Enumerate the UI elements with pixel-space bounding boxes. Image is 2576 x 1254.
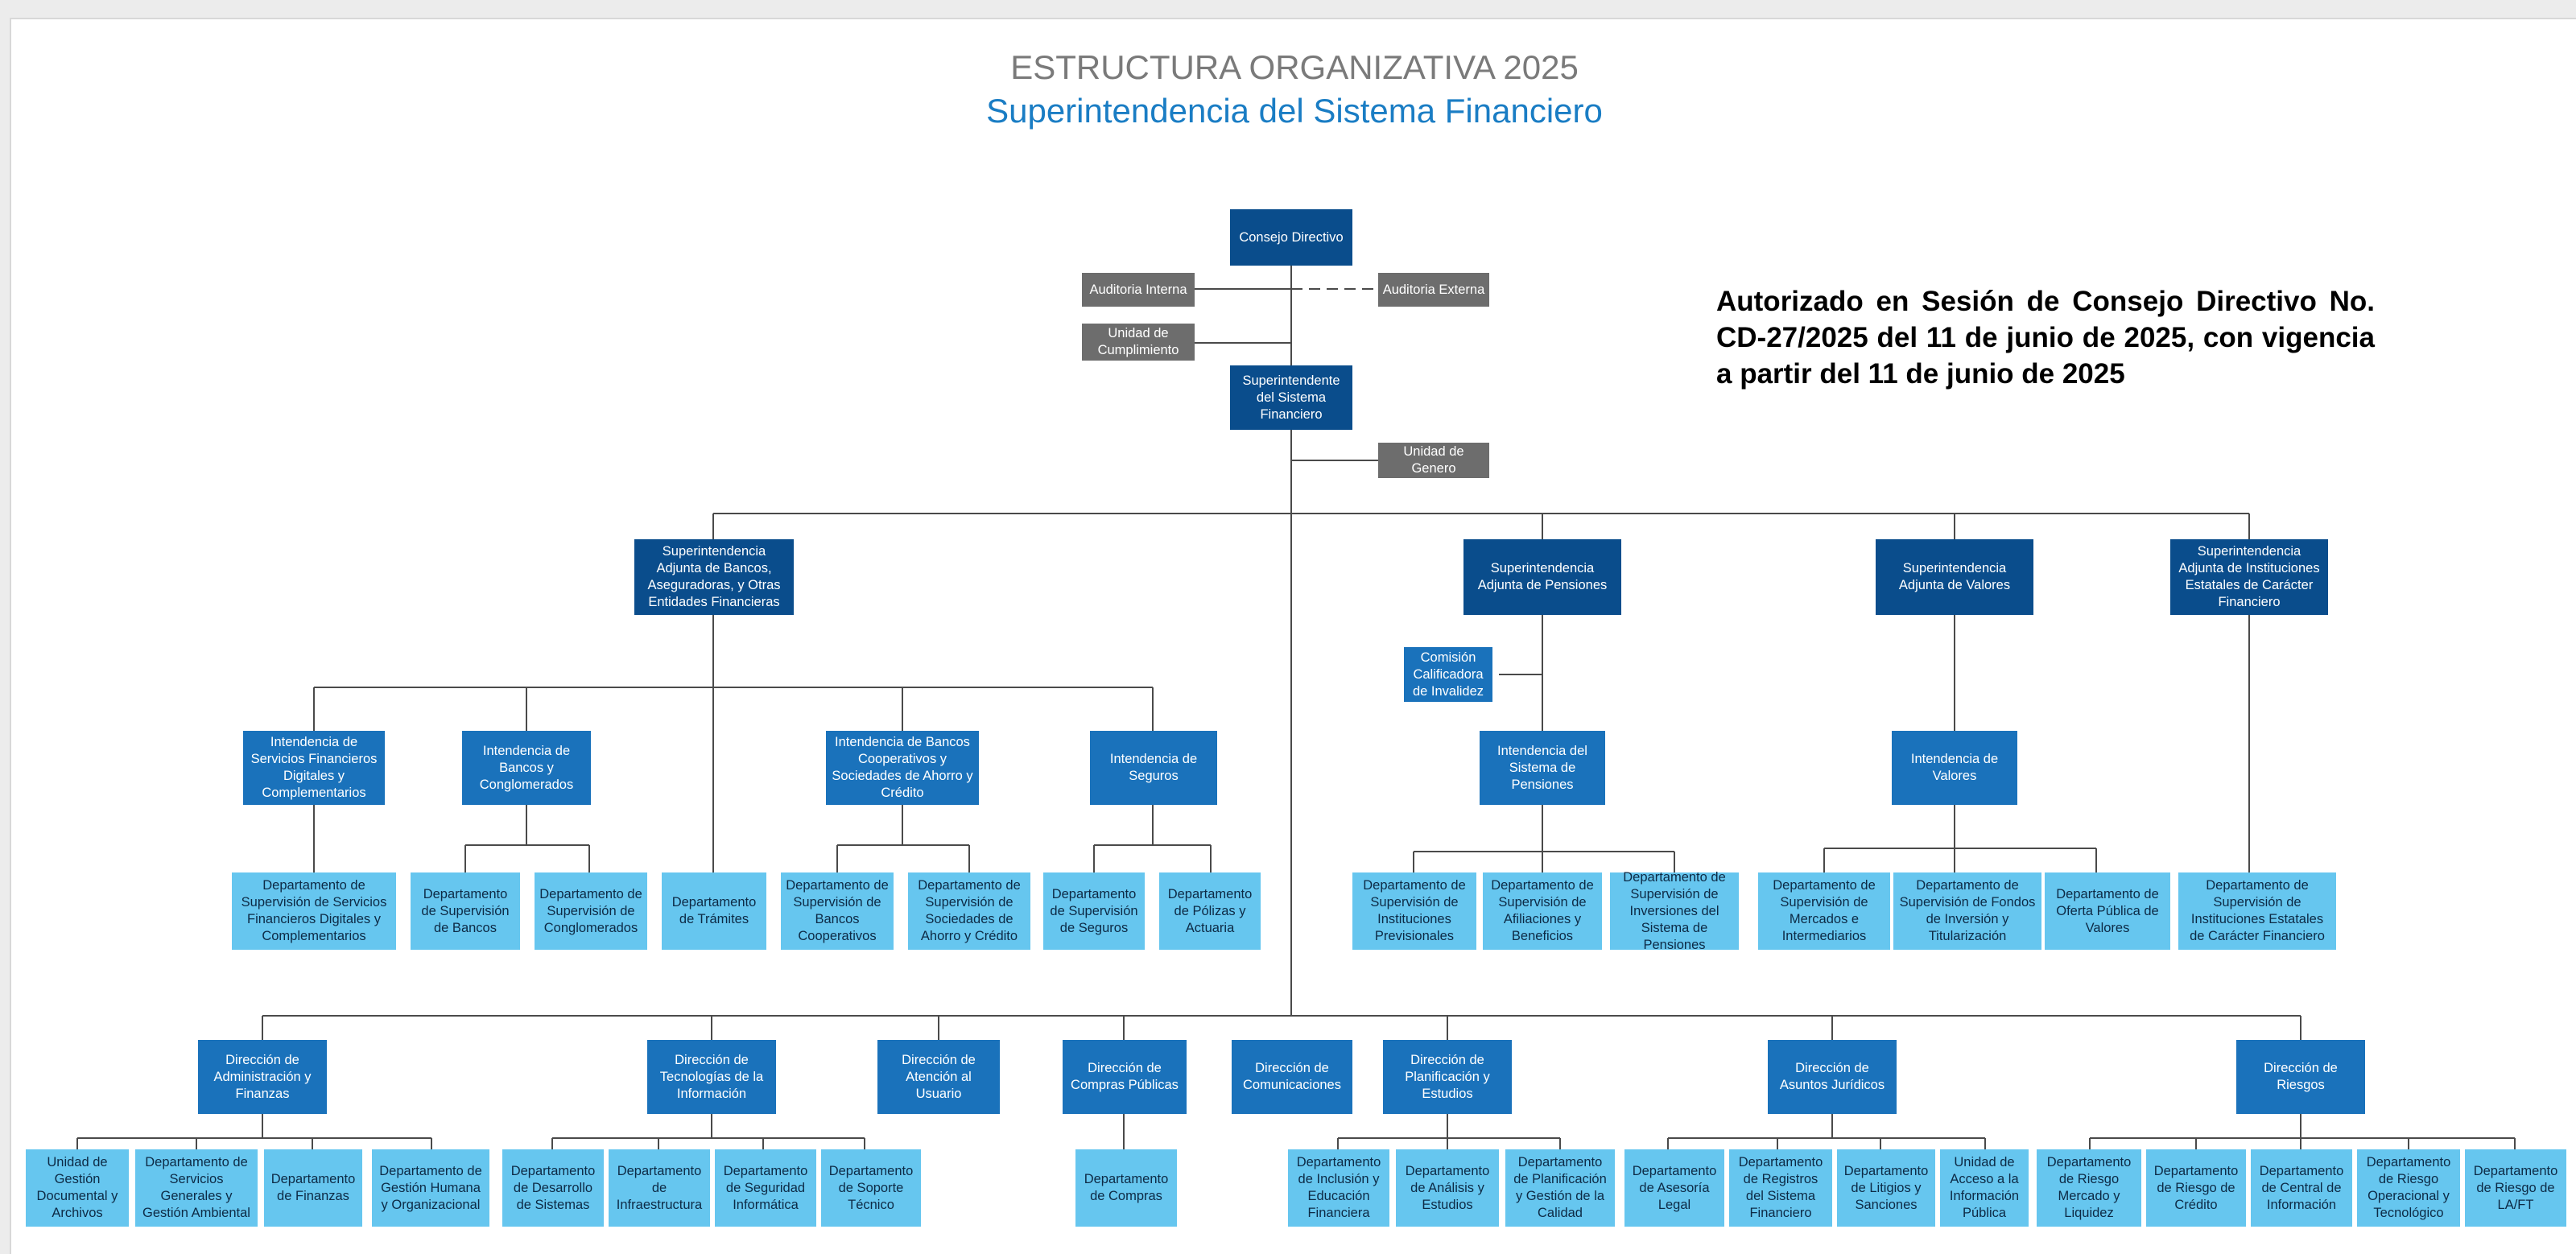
sa-pensiones-box: Superintendencia Adjunta de Pensiones: [1463, 539, 1621, 615]
unidad-cumplimiento-box: Unidad de Cumplimiento: [1082, 324, 1195, 361]
d-seguridad-box: Departamento de Seguridad Informática: [715, 1149, 816, 1227]
authorization-note: Autorizado en Sesión de Consejo Directiv…: [1716, 286, 2375, 390]
d-compras-box: Departamento de Compras: [1075, 1149, 1177, 1227]
sa-bancos-box: Superintendencia Adjunta de Bancos, Aseg…: [634, 539, 794, 615]
dir-riesgos-box: Dirección de Riesgos: [2236, 1040, 2365, 1114]
dir-administracion-box: Dirección de Administración y Finanzas: [198, 1040, 327, 1114]
dep-sup-bancos-box: Departamento de Supervisión de Bancos: [411, 872, 520, 950]
dir-tecnologias-box: Dirección de Tecnologías de la Informaci…: [647, 1040, 776, 1114]
dir-juridicos-box: Dirección de Asuntos Jurídicos: [1768, 1040, 1897, 1114]
int-servicios-digitales-box: Intendencia de Servicios Financieros Dig…: [243, 731, 385, 805]
dep-oferta-publica-box: Departamento de Oferta Pública de Valore…: [2045, 872, 2170, 950]
dep-sup-bancos-coop-box: Departamento de Supervisión de Bancos Co…: [781, 872, 894, 950]
int-valores-box: Intendencia de Valores: [1892, 731, 2017, 805]
dir-compras-box: Dirección de Compras Públicas: [1063, 1040, 1187, 1114]
unidad-genero-box: Unidad de Genero: [1378, 443, 1489, 478]
page-subtitle: Superintendencia del Sistema Financiero: [986, 92, 1603, 130]
dep-sup-sociedades-ahorro-box: Departamento de Supervisión de Sociedade…: [908, 872, 1030, 950]
org-connector-lines: [76, 253, 2516, 1149]
consejo-directivo-box: Consejo Directivo: [1230, 209, 1352, 266]
dir-comunicaciones-box: Dirección de Comunicaciones: [1232, 1040, 1352, 1114]
d-planificacion-calidad-box: Departamento de Planificación y Gestión …: [1505, 1149, 1615, 1227]
int-pensiones-box: Intendencia del Sistema de Pensiones: [1480, 731, 1605, 805]
dep-sup-inst-previsionales-box: Departamento de Supervisión de Instituci…: [1352, 872, 1476, 950]
org-chart-page: ESTRUCTURA ORGANIZATIVA 2025 Superintend…: [10, 18, 2576, 1254]
d-gestion-humana-box: Departamento de Gestión Humana y Organiz…: [372, 1149, 489, 1227]
dep-sup-conglomerados-box: Departamento de Supervisión de Conglomer…: [535, 872, 647, 950]
d-servicios-generales-box: Departamento de Servicios Generales y Ge…: [135, 1149, 258, 1227]
int-bancos-conglomerados-box: Intendencia de Bancos y Conglomerados: [462, 731, 591, 805]
u-gestion-documental-box: Unidad de Gestión Documental y Archivos: [26, 1149, 129, 1227]
d-desarrollo-box: Departamento de Desarrollo de Sistemas: [502, 1149, 604, 1227]
d-litigios-box: Departamento de Litigios y Sanciones: [1837, 1149, 1935, 1227]
sa-valores-box: Superintendencia Adjunta de Valores: [1876, 539, 2033, 615]
d-finanzas-box: Departamento de Finanzas: [264, 1149, 362, 1227]
u-acceso-info-box: Unidad de Acceso a la Información Públic…: [1940, 1149, 2029, 1227]
dir-atencion-box: Dirección de Atención al Usuario: [877, 1040, 1000, 1114]
dir-planificacion-box: Dirección de Planificación y Estudios: [1383, 1040, 1512, 1114]
dep-sup-servicios-digitales-box: Departamento de Supervisión de Servicios…: [232, 872, 396, 950]
d-riesgo-credito-box: Departamento de Riesgo de Crédito: [2146, 1149, 2246, 1227]
auditoria-interna-box: Auditoria Interna: [1082, 273, 1195, 307]
dep-sup-seguros-box: Departamento de Supervisión de Seguros: [1043, 872, 1145, 950]
dep-polizas-actuaria-box: Departamento de Pólizas y Actuaria: [1159, 872, 1261, 950]
d-infraestructura-box: Departamento de Infraestructura: [609, 1149, 710, 1227]
d-riesgo-laft-box: Departamento de Riesgo de LA/FT: [2465, 1149, 2566, 1227]
page-title: ESTRUCTURA ORGANIZATIVA 2025: [1010, 48, 1579, 86]
d-central-info-box: Departamento de Central de Información: [2251, 1149, 2352, 1227]
d-registros-box: Departamento de Registros del Sistema Fi…: [1729, 1149, 1832, 1227]
sa-estatales-box: Superintendencia Adjunta de Institucione…: [2170, 539, 2328, 615]
dep-sup-afiliaciones-box: Departamento de Supervisión de Afiliacio…: [1483, 872, 1602, 950]
d-riesgo-mercado-box: Departamento de Riesgo Mercado y Liquide…: [2037, 1149, 2141, 1227]
int-seguros-box: Intendencia de Seguros: [1090, 731, 1217, 805]
dep-sup-mercados-box: Departamento de Supervisión de Mercados …: [1758, 872, 1890, 950]
auditoria-externa-box: Auditoria Externa: [1378, 273, 1489, 307]
dep-sup-inversiones-pensiones-box: Departamento de Supervisión de Inversion…: [1610, 870, 1739, 952]
int-cooperativos-box: Intendencia de Bancos Cooperativos y Soc…: [826, 731, 979, 805]
dep-sup-fondos-box: Departamento de Supervisión de Fondos de…: [1893, 872, 2041, 950]
d-riesgo-operacional-box: Departamento de Riesgo Operacional y Tec…: [2357, 1149, 2460, 1227]
d-asesoria-legal-box: Departamento de Asesoría Legal: [1624, 1149, 1724, 1227]
dep-sup-inst-estatales-box: Departamento de Supervisión de Instituci…: [2178, 872, 2336, 950]
d-inclusion-box: Departamento de Inclusión y Educación Fi…: [1288, 1149, 1389, 1227]
dep-tramites-box: Departamento de Trámites: [662, 872, 766, 950]
superintendente-box: Superintendente del Sistema Financiero: [1230, 365, 1352, 430]
comision-invalidez-box: Comisión Calificadora de Invalidez: [1404, 647, 1492, 702]
d-analisis-box: Departamento de Análisis y Estudios: [1396, 1149, 1499, 1227]
d-soporte-box: Departamento de Soporte Técnico: [821, 1149, 921, 1227]
